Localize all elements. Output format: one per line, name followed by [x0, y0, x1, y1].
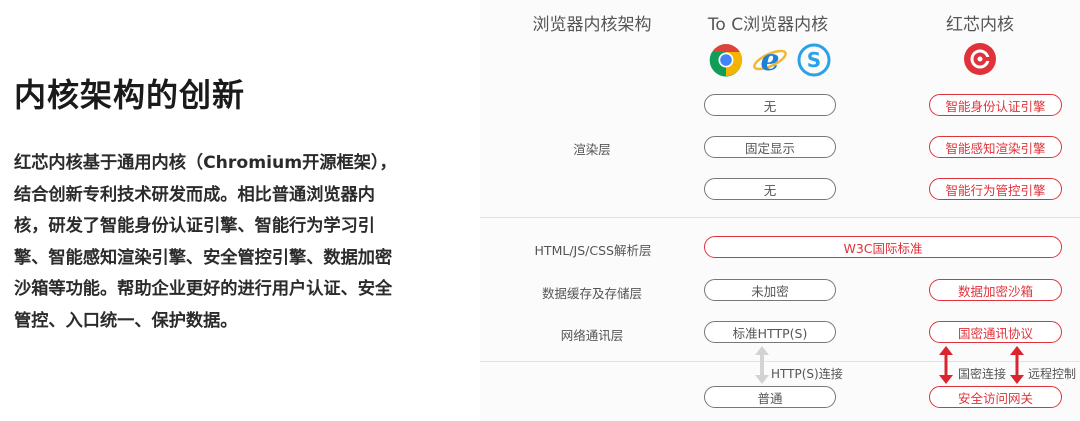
- redcore-storage: 数据加密沙箱: [929, 279, 1062, 301]
- sm-connection-label: 国密连接: [958, 367, 1007, 381]
- layer-label-storage: 数据缓存及存储层: [541, 286, 642, 301]
- remote-control-label: 远程控制: [1028, 367, 1077, 381]
- layer-label-render: 渲染层: [573, 142, 611, 157]
- http-connection-arrow-icon: [755, 346, 769, 384]
- toc-render-slot-1: 无: [704, 94, 836, 116]
- page-title: 内核架构的创新: [14, 76, 246, 114]
- chrome-icon: [709, 44, 743, 77]
- header-toc-kernel: To C浏览器内核: [707, 15, 829, 35]
- layer-separator: [480, 217, 1080, 218]
- svg-text:e: e: [760, 43, 779, 77]
- toc-gateway: 普通: [704, 386, 836, 408]
- toc-render-slot-3: 无: [704, 178, 836, 200]
- toc-network: 标准HTTP(S): [704, 321, 836, 343]
- redcore-behavior-engine: 智能行为管控引擎: [929, 178, 1062, 200]
- kernel-architecture-diagram: 浏览器内核架构 To C浏览器内核 红芯内核 e S 渲染层 无 固定显示 无 …: [480, 0, 1080, 421]
- svg-text:S: S: [807, 48, 821, 72]
- redcore-network: 国密通讯协议: [929, 321, 1062, 343]
- toc-render-slot-2: 固定显示: [704, 136, 836, 158]
- header-architecture: 浏览器内核架构: [532, 15, 652, 35]
- w3c-standard-bar: W3C国际标准: [704, 236, 1062, 258]
- ie-icon: e: [753, 43, 787, 77]
- sm-connection-arrow-icon: [939, 346, 953, 384]
- remote-control-arrow-icon: [1010, 346, 1024, 384]
- header-redcore-kernel: 红芯内核: [946, 15, 1014, 35]
- description-text: 红芯内核基于通用内核（Chromium开源框架），结合创新专利技术研发而成。相比…: [14, 153, 397, 331]
- redcore-logo-icon: [964, 43, 996, 75]
- redcore-render-engine: 智能感知渲染引擎: [929, 136, 1062, 158]
- layer-label-html: HTML/JS/CSS解析层: [534, 243, 652, 258]
- toc-storage: 未加密: [704, 279, 836, 301]
- gateway-separator: [480, 361, 1080, 362]
- redcore-identity-engine: 智能身份认证引擎: [929, 94, 1062, 116]
- layer-label-network: 网络通讯层: [560, 328, 624, 343]
- left-panel: 内核架构的创新 红芯内核基于通用内核（Chromium开源框架），结合创新专利技…: [0, 0, 470, 421]
- sogou-icon: S: [797, 43, 831, 77]
- redcore-gateway: 安全访问网关: [929, 386, 1062, 408]
- http-connection-label: HTTP(S)连接: [771, 367, 843, 381]
